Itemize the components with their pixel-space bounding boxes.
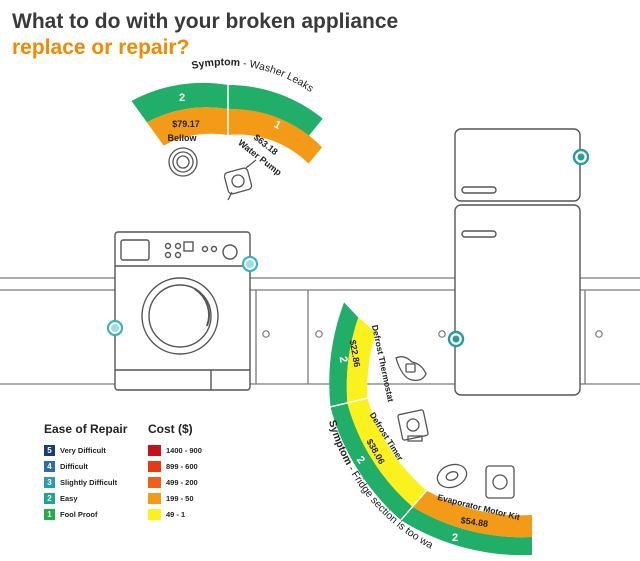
legend-ease-of-repair: Ease of Repair 5 Very Difficult 4 Difficul… bbox=[44, 422, 127, 522]
washer-ease-band-left bbox=[131, 82, 228, 123]
washer-ease-right: 1 bbox=[272, 119, 283, 132]
legend-cost-swatch bbox=[148, 444, 161, 456]
legend-ease-swatch: 4 bbox=[44, 460, 55, 472]
legend-cost-swatch bbox=[148, 508, 161, 520]
legend-ease-swatch: 3 bbox=[44, 476, 55, 488]
legend-ease-item: 1 Fool Proof bbox=[44, 506, 127, 522]
legend-cost-label: 49 - 1 bbox=[166, 509, 186, 519]
legend-cost-swatch bbox=[148, 460, 161, 472]
fridge-cost-band-2 bbox=[347, 398, 427, 507]
fridge-ease-3: 2 bbox=[452, 532, 458, 544]
legend-cost-item: 1400 - 900 bbox=[148, 442, 202, 458]
legend-cost-label: 199 - 50 bbox=[166, 493, 194, 503]
defrost-thermostat-part-icon bbox=[395, 356, 427, 382]
washer-ease-band-right bbox=[228, 85, 323, 138]
legend-ease-item: 2 Easy bbox=[44, 490, 127, 506]
fridge-warm-arc bbox=[329, 302, 532, 556]
legend-ease-item: 3 Slightly Difficult bbox=[44, 474, 127, 490]
legend-ease-item: 5 Very Difficult bbox=[44, 442, 127, 458]
legend-ease-label: Slightly Difficult bbox=[60, 477, 118, 487]
page-subtitle: replace or repair? bbox=[12, 36, 190, 59]
legend-cost-label: 899 - 600 bbox=[166, 461, 198, 471]
fridge-ease-band-3 bbox=[400, 506, 532, 556]
legend-ease-title: Ease of Repair bbox=[44, 422, 128, 436]
legend-cost-label: 499 - 200 bbox=[166, 477, 198, 487]
legend-ease-swatch: 2 bbox=[44, 492, 55, 504]
legend-cost-item: 49 - 1 bbox=[148, 506, 202, 522]
legend-cost-item: 899 - 600 bbox=[148, 458, 202, 474]
refrigerator bbox=[454, 128, 581, 396]
legend-ease-label: Easy bbox=[60, 493, 78, 503]
washer-part-left: Bellow bbox=[167, 133, 197, 143]
bellow-part-icon bbox=[168, 147, 198, 177]
legend-cost-title: Cost ($) bbox=[148, 422, 193, 436]
legend-cost-swatch bbox=[148, 476, 161, 488]
legend-ease-label: Very Difficult bbox=[60, 445, 106, 455]
legend-cost-label: 1400 - 900 bbox=[166, 445, 202, 455]
fridge-part-1: Defrost Thermostat bbox=[370, 324, 396, 403]
washer-ease-left: 2 bbox=[179, 92, 185, 104]
fridge-cost-1: $22.86 bbox=[348, 339, 363, 368]
page-title: What to do with your broken appliance bbox=[12, 10, 399, 33]
fridge-cost-band-1 bbox=[346, 317, 376, 404]
fridge-cost-band-3 bbox=[412, 490, 532, 538]
fridge-ease-1: 2 bbox=[337, 355, 350, 363]
legend-cost-swatch bbox=[148, 492, 161, 504]
fridge-ease-band-2 bbox=[330, 403, 413, 521]
water-pump-part-icon bbox=[223, 159, 257, 201]
hotspot-fridge[interactable] bbox=[447, 330, 465, 348]
legend-ease-label: Difficult bbox=[60, 461, 88, 471]
washer-leak-arc bbox=[131, 82, 323, 164]
legend-ease-swatch: 5 bbox=[44, 444, 55, 456]
cabinet-knobs bbox=[262, 330, 603, 338]
defrost-timer-part-icon bbox=[397, 409, 429, 442]
hotspot-freezer[interactable] bbox=[572, 148, 590, 166]
evaporator-motor-kit-part-icon bbox=[436, 463, 515, 499]
washing-machine bbox=[114, 231, 251, 391]
hotspot-washer-side[interactable] bbox=[106, 319, 124, 337]
legend-cost-item: 199 - 50 bbox=[148, 490, 202, 506]
legend-ease-item: 4 Difficult bbox=[44, 458, 127, 474]
fridge-ease-band-1 bbox=[329, 302, 359, 408]
hotspot-washer-controls[interactable] bbox=[241, 255, 259, 273]
fridge-cost-3: $54.88 bbox=[460, 515, 489, 529]
washer-cost-band-right bbox=[228, 108, 323, 164]
legend-cost-item: 499 - 200 bbox=[148, 474, 202, 490]
legend-cost: Cost ($) 1400 - 900 899 - 600 499 - 200 … bbox=[148, 422, 202, 522]
legend-ease-swatch: 1 bbox=[44, 508, 55, 520]
washer-cost-left: $79.17 bbox=[172, 119, 200, 129]
washer-cost-band-left bbox=[146, 107, 228, 146]
legend-ease-label: Fool Proof bbox=[60, 509, 98, 519]
